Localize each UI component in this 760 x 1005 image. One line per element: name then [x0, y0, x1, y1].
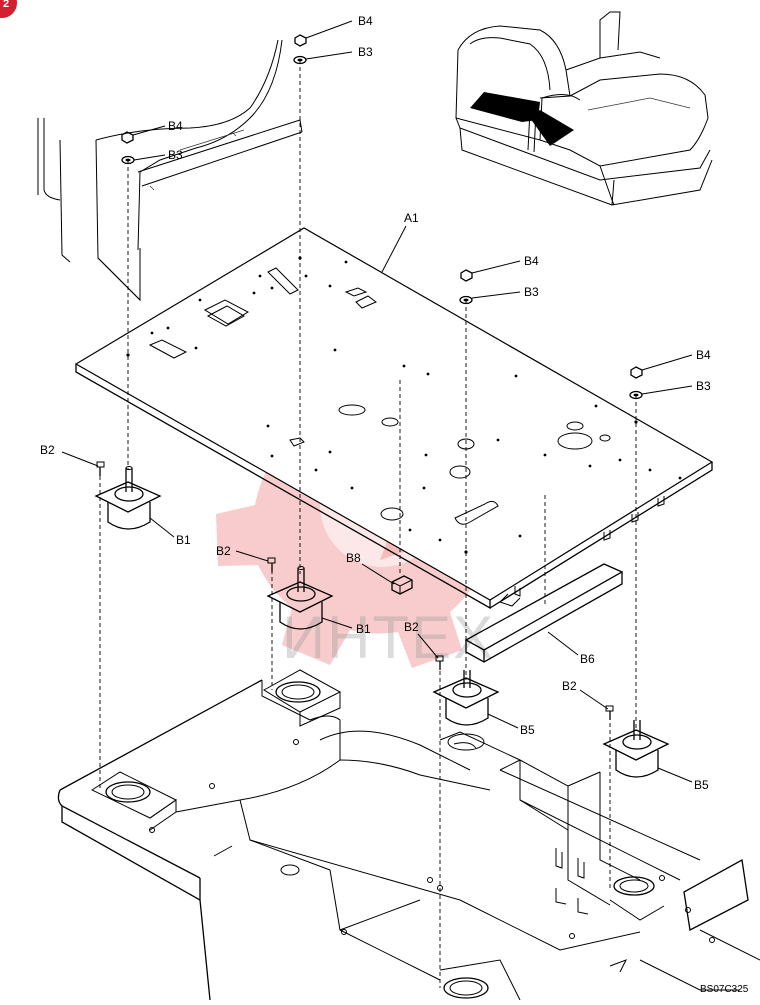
- label-b4-right: B4: [696, 348, 711, 362]
- label-b2-center: B2: [216, 544, 231, 558]
- label-b5-mid: B5: [520, 723, 535, 737]
- label-b6: B6: [580, 652, 595, 666]
- rubber-mount-b1-center: [266, 566, 334, 630]
- leader-lines: [61, 20, 693, 783]
- rubber-mount-b5-mid: [432, 670, 500, 726]
- washer-b3-top: [293, 55, 307, 65]
- bolt-b2-mid: [435, 655, 444, 670]
- bolts-b2: [96, 461, 614, 720]
- bolt-b2-left: [96, 461, 105, 476]
- svg-text:2: 2: [3, 0, 9, 10]
- nut-b4-mid: [460, 269, 473, 282]
- label-b4-left: B4: [168, 119, 183, 133]
- washer-b3-mid: [459, 295, 473, 305]
- label-b3-left: B3: [168, 148, 183, 162]
- nut-b4-left: [121, 131, 134, 144]
- label-b2-left: B2: [40, 443, 55, 457]
- cab-outline: [37, 39, 303, 302]
- washer-b3-right: [629, 390, 643, 400]
- label-b2-mid: B2: [404, 620, 419, 634]
- label-a1: A1: [404, 211, 419, 225]
- page-badge: 2: [0, 0, 17, 18]
- floor-plate-a1: [74, 227, 714, 610]
- nuts-and-washers: [121, 34, 643, 400]
- clip-b8: [391, 575, 413, 595]
- label-b3-right: B3: [696, 379, 711, 393]
- label-b1-left: B1: [176, 533, 191, 547]
- label-b4-top: B4: [358, 14, 373, 28]
- rubber-mount-b1-left: [94, 466, 162, 530]
- label-b1-center: B1: [356, 622, 371, 636]
- label-b3-top: B3: [358, 45, 373, 59]
- strip-b6: [464, 563, 624, 663]
- bolt-b2-right: [605, 705, 614, 720]
- seat-location-inset: [455, 11, 713, 206]
- upper-frame: [57, 669, 760, 1001]
- label-b2-right: B2: [562, 679, 577, 693]
- watermark-text: ИНТЕХ: [282, 604, 495, 671]
- assembly-lines: [99, 60, 637, 988]
- label-b3-mid: B3: [524, 285, 539, 299]
- label-b4-mid: B4: [524, 254, 539, 268]
- callout-labels: B4 B3 B4 B3 A1 B4 B3 B4 B3 B2 B1 B2 B8 B…: [40, 14, 711, 792]
- drawing-code: BS07C325: [700, 984, 749, 995]
- label-b5-right: B5: [694, 778, 709, 792]
- nut-b4-right: [630, 366, 643, 379]
- label-b8: B8: [346, 551, 361, 565]
- rubber-mount-b5-right: [602, 720, 670, 778]
- nut-b4-top: [294, 34, 307, 47]
